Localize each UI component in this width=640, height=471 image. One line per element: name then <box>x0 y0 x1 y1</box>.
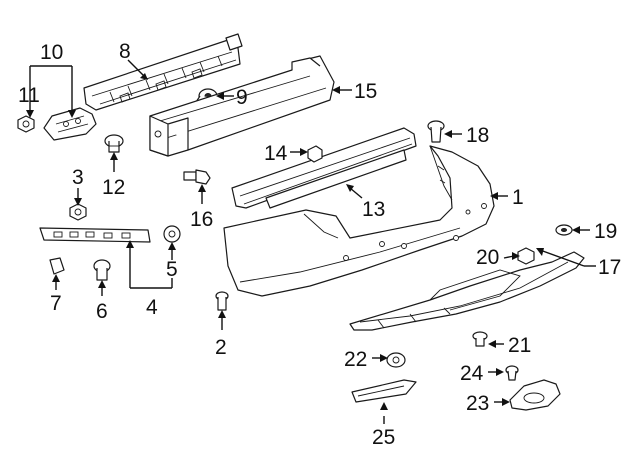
callout-19: 19 <box>594 220 617 243</box>
callout-8: 8 <box>119 40 131 63</box>
part-19-fastener <box>555 224 573 236</box>
callout-18: 18 <box>466 124 489 147</box>
callout-3: 3 <box>72 166 84 189</box>
leader-lines <box>26 59 596 424</box>
part-8-energy-absorber <box>83 33 243 111</box>
part-12-bolt <box>104 134 124 153</box>
callout-20: 20 <box>476 246 499 269</box>
callout-7: 7 <box>50 292 62 315</box>
callout-9: 9 <box>236 86 248 109</box>
part-15-reinforcement <box>149 55 335 157</box>
part-6-bolt <box>93 259 111 281</box>
callout-17: 17 <box>598 256 621 279</box>
part-5-nut <box>163 225 181 243</box>
callout-14: 14 <box>264 142 288 165</box>
callout-24: 24 <box>460 362 484 385</box>
part-10-bracket <box>43 107 97 141</box>
callout-16: 16 <box>190 208 213 231</box>
callout-6: 6 <box>96 300 108 323</box>
part-2-bolt <box>215 291 229 311</box>
callout-4: 4 <box>146 296 158 319</box>
callout-2: 2 <box>215 336 227 359</box>
callout-10: 10 <box>40 41 63 64</box>
callout-25: 25 <box>372 426 395 449</box>
callout-23: 23 <box>466 392 489 415</box>
part-11-nut <box>17 115 35 133</box>
part-22-nut <box>386 352 406 368</box>
part-13-bar <box>231 127 417 209</box>
part-1-bumper-cover <box>223 145 495 297</box>
callout-11: 11 <box>18 84 40 107</box>
part-20-clip <box>517 247 535 265</box>
callout-1: 1 <box>512 186 524 209</box>
part-18-pin <box>427 120 445 143</box>
callout-21: 21 <box>508 334 531 357</box>
callout-15: 15 <box>354 80 377 103</box>
callout-13: 13 <box>362 198 385 221</box>
part-3-nut <box>69 203 87 221</box>
callout-5: 5 <box>166 258 178 281</box>
part-17-valance <box>349 251 585 331</box>
part-25-trim <box>351 379 417 403</box>
part-7-clip <box>49 257 65 275</box>
callout-labels: 1 2 3 4 5 6 7 8 9 10 11 12 13 14 15 16 1… <box>18 40 621 449</box>
part-23-bracket <box>509 379 561 411</box>
callout-22: 22 <box>344 348 367 371</box>
part-14-clip <box>307 145 323 163</box>
part-16-bolt <box>183 169 211 185</box>
part-21-bolt <box>472 331 488 347</box>
part-24-clip <box>505 365 519 381</box>
callout-12: 12 <box>102 176 125 199</box>
part-4-plate <box>39 227 151 243</box>
